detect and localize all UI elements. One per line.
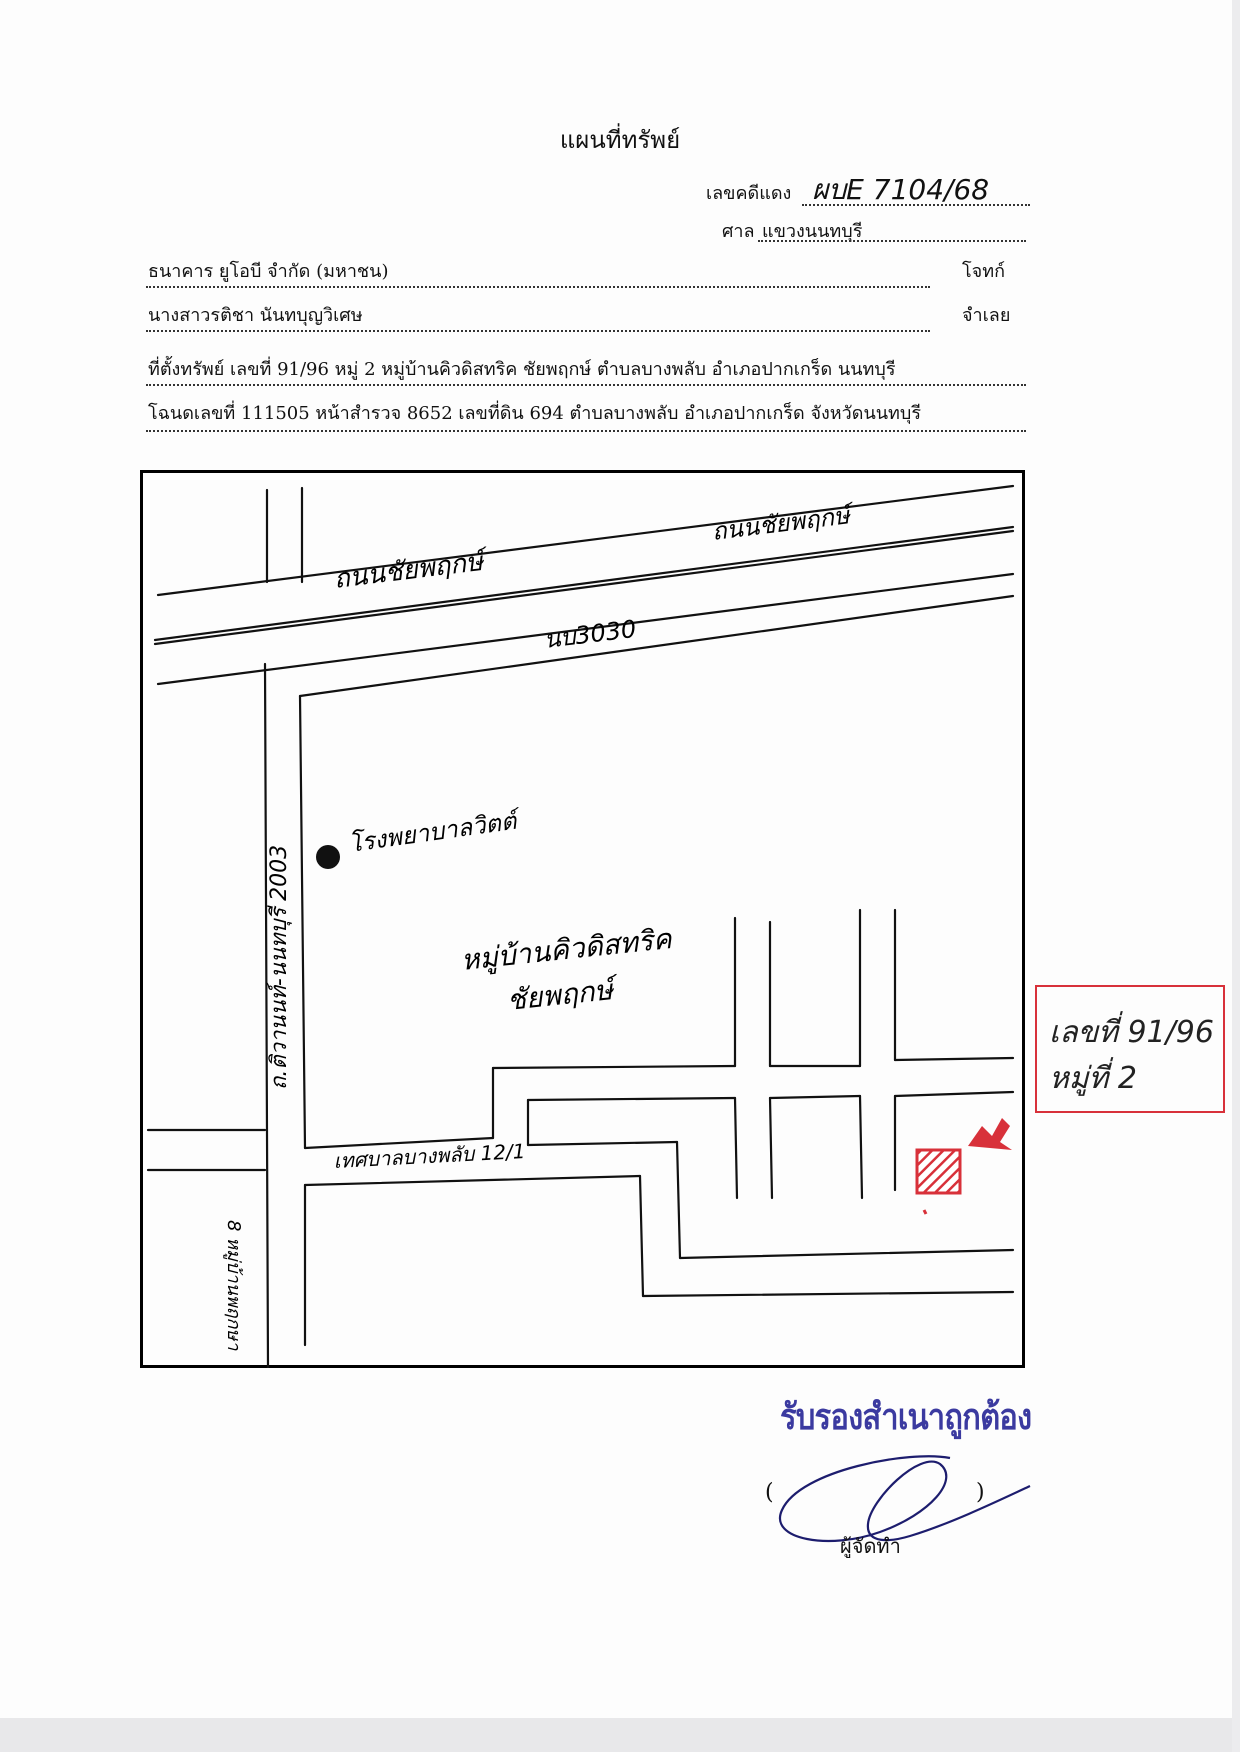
deed-info: โฉนดเลขที่ 111505 หน้าสำรวจ 8652 เลขที่ด… [148,403,922,424]
property-location: ที่ตั้งทรัพย์ เลขที่ 91/96 หมู่ 2 หมู่บ้… [148,359,896,380]
annotation-line1: เลขที่ 91/96 [1049,1015,1214,1050]
property-map: ถนนชัยพฤกษ์ ถนนชัยพฤกษ์ นบ3030 ถ.ติวานนท… [140,470,1025,1368]
map-frame [140,470,1025,1368]
preparer-label: ผู้จัดทำ [840,1534,901,1558]
certify-stamp: รับรองสำเนาถูกต้อง [780,1397,1032,1438]
arrow-icon [968,1118,1012,1150]
page-title: แผนที่ทรัพย์ [559,126,681,154]
road-line [641,1290,1015,1298]
road-line [858,1094,864,1200]
road-line [298,594,1015,698]
road-line [893,1056,1015,1062]
signature-paren-close: ) [976,1480,985,1505]
marker-tick [922,1209,928,1215]
court-label: ศาล [722,221,755,242]
deed-dotline [146,430,1026,432]
case-number-dotline [802,204,1030,206]
village-label-line1: หมู่บ้านคิวดิสทริค [459,922,674,978]
village-label-line2: ชัยพฤกษ์ [505,972,621,1017]
road-code-label: นบ3030 [542,615,637,654]
hospital-label: โรงพยาบาลวิตต์ [347,806,523,858]
plaintiff-dotline [146,286,930,288]
court-dotline [758,240,1026,242]
plaintiff-name: ธนาคาร ยูโอบี จำกัด (มหาชน) [148,261,389,282]
location-dotline [146,384,1026,386]
road-line [156,484,1015,597]
defendant-role: จำเลย [962,305,1011,326]
annotation-line2: หมู่ที่ 2 [1049,1061,1137,1096]
court-value: แขวงนนทบุรี [762,221,863,242]
road-line [153,529,1015,646]
defendant-name: นางสาวรติชา นันทบุญวิเศษ [148,305,363,326]
road-line [678,1248,1015,1260]
road-line [768,1096,774,1200]
road-line [156,572,1015,686]
signature-icon [778,1455,1031,1542]
road-line [526,1096,737,1102]
road-line [675,1140,682,1260]
case-number-label: เลขคดีแดง [706,183,792,204]
road-line [153,525,1015,642]
road-line [768,1094,862,1100]
road-line [298,694,307,1150]
defendant-dotline [146,330,930,332]
road-line [263,662,270,1368]
road-line [526,1140,679,1147]
road-label-upper-right: ถนนชัยพฤกษ์ [710,501,856,546]
side-road-label: ถ.ติวานนท์-นนทบุรี 2003 [266,845,292,1090]
road-line [733,1096,739,1200]
scan-bottom-edge [0,1718,1240,1752]
road-line [303,1136,495,1150]
signature-paren-open: ( [765,1480,774,1505]
plaintiff-role: โจทก์ [962,261,1005,282]
road-line [638,1174,645,1298]
hospital-dot [316,845,340,869]
scan-right-edge [1232,0,1240,1752]
lower-left-road-label: 8 หมู่บ้านพฤกษา [223,1220,244,1351]
road-label-upper: ถนนชัยพฤกษ์ [332,546,490,595]
case-number-value: ผบE 7104/68 [812,173,990,206]
road-line [491,1064,737,1070]
road-line [893,1090,1015,1098]
property-marker [915,1148,962,1195]
road-line [303,1174,642,1187]
address-annotation: เลขที่ 91/96 หมู่ที่ 2 [1035,985,1225,1113]
